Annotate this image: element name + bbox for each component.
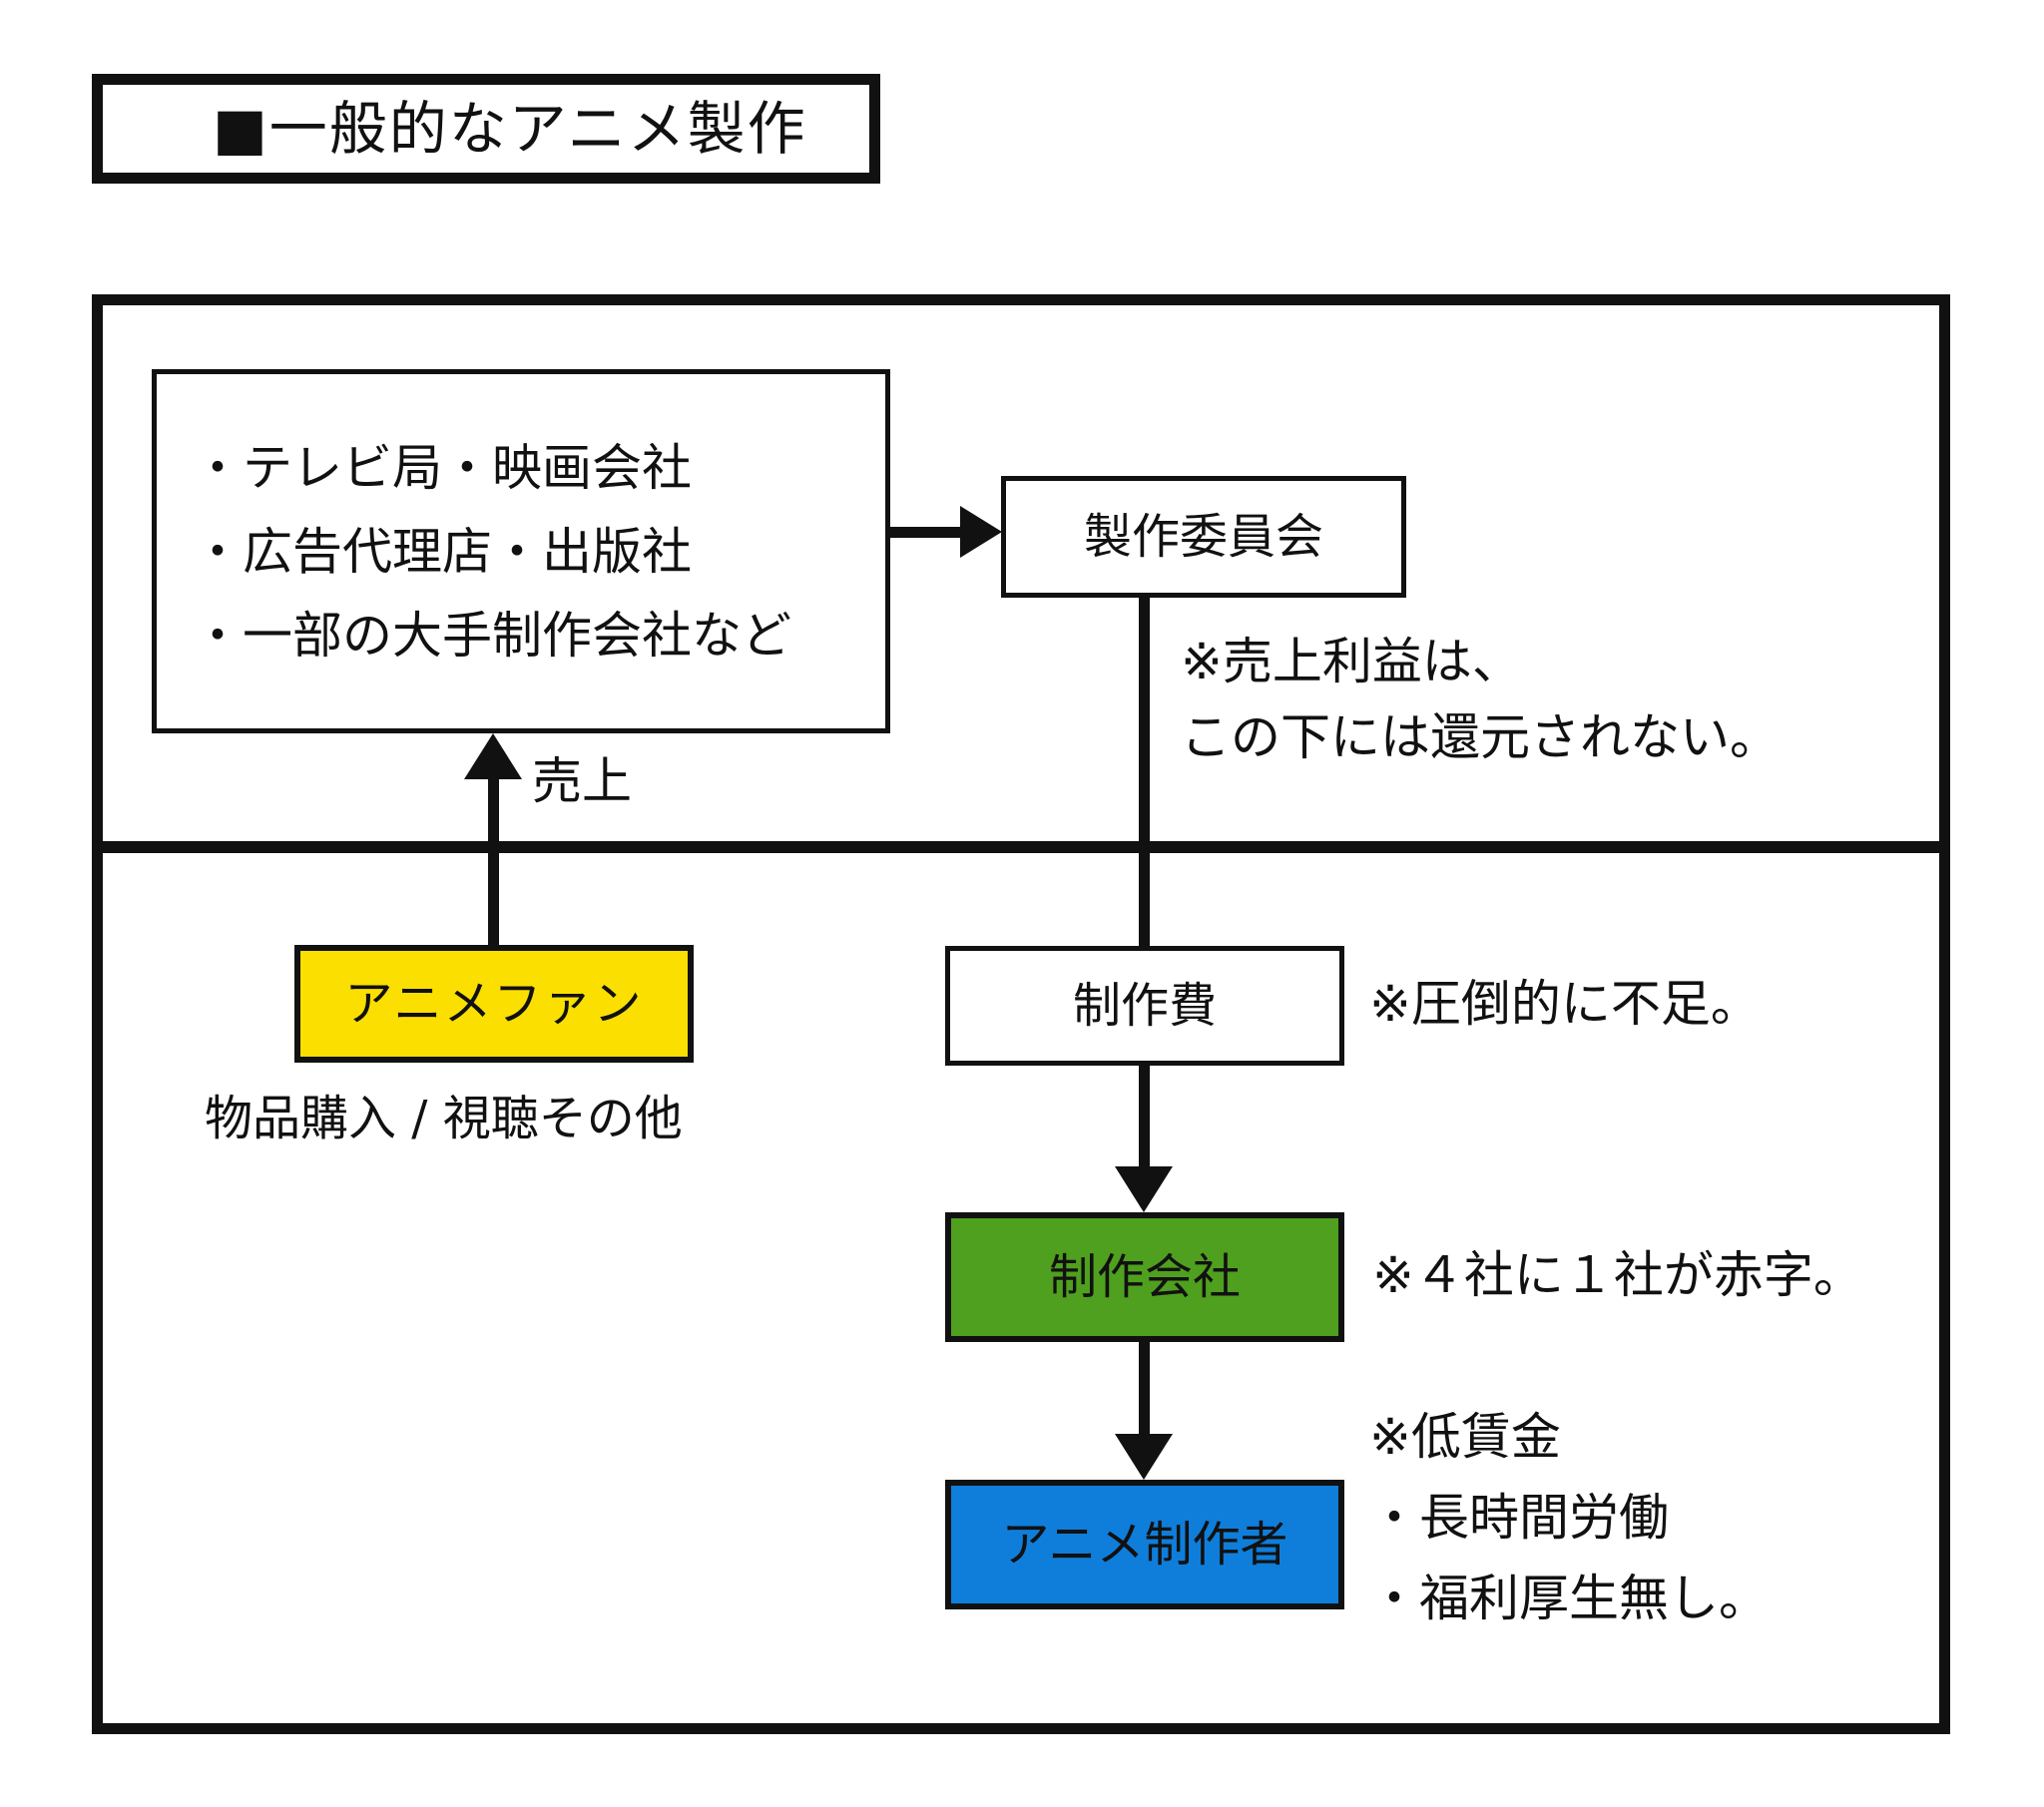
committee-box: 製作委員会 xyxy=(1001,476,1406,598)
committee-label: 製作委員会 xyxy=(1083,508,1323,565)
connector-committee-to-cost xyxy=(1139,598,1150,946)
connector-studio-to-creators xyxy=(1139,1342,1150,1442)
page-title: ■一般的なアニメ製作 xyxy=(213,95,807,163)
stakeholder-line-2: ・広告代理店・出版社 xyxy=(193,522,692,581)
stakeholder-line-1: ・テレビ局・映画会社 xyxy=(193,438,692,497)
creators-box: アニメ制作者 xyxy=(945,1480,1344,1609)
fans-box: アニメファン xyxy=(294,945,694,1063)
studio-label: 制作会社 xyxy=(1048,1248,1241,1305)
fans-note: 物品購入 / 視聴その他 xyxy=(205,1091,683,1146)
cost-box: 制作費 xyxy=(945,946,1344,1066)
connector-cost-to-studio xyxy=(1139,1066,1150,1175)
stakeholder-line-3: ・一部の大手制作会社など xyxy=(193,606,791,665)
connector-stakeholders-to-committee xyxy=(890,527,970,538)
cost-note: ※圧倒的に不足。 xyxy=(1369,975,1761,1033)
connector-fans-to-stakeholders xyxy=(488,778,499,945)
stakeholders-box: ・テレビ局・映画会社 ・広告代理店・出版社 ・一部の大手制作会社など xyxy=(152,369,890,733)
studio-note: ※４社に１社が赤字。 xyxy=(1372,1246,1863,1304)
studio-box: 制作会社 xyxy=(945,1212,1344,1342)
revenue-label: 売上 xyxy=(532,752,632,810)
arrow-down-icon-creators xyxy=(1115,1434,1173,1480)
creators-label: アニメ制作者 xyxy=(1001,1516,1288,1573)
cost-label: 制作費 xyxy=(1072,977,1217,1034)
fans-label: アニメファン xyxy=(344,975,644,1032)
title-box: ■一般的なアニメ製作 xyxy=(92,74,880,184)
frame-divider xyxy=(92,841,1950,853)
committee-note: ※売上利益は、 この下には還元されない。 xyxy=(1181,633,1780,766)
arrow-up-icon-revenue xyxy=(464,733,522,779)
creators-notes: ※低賃金 ・長時間労働 ・福利厚生無し。 xyxy=(1369,1408,1769,1627)
arrow-right-icon-committee xyxy=(960,506,1002,558)
arrow-down-icon-studio xyxy=(1115,1166,1173,1212)
